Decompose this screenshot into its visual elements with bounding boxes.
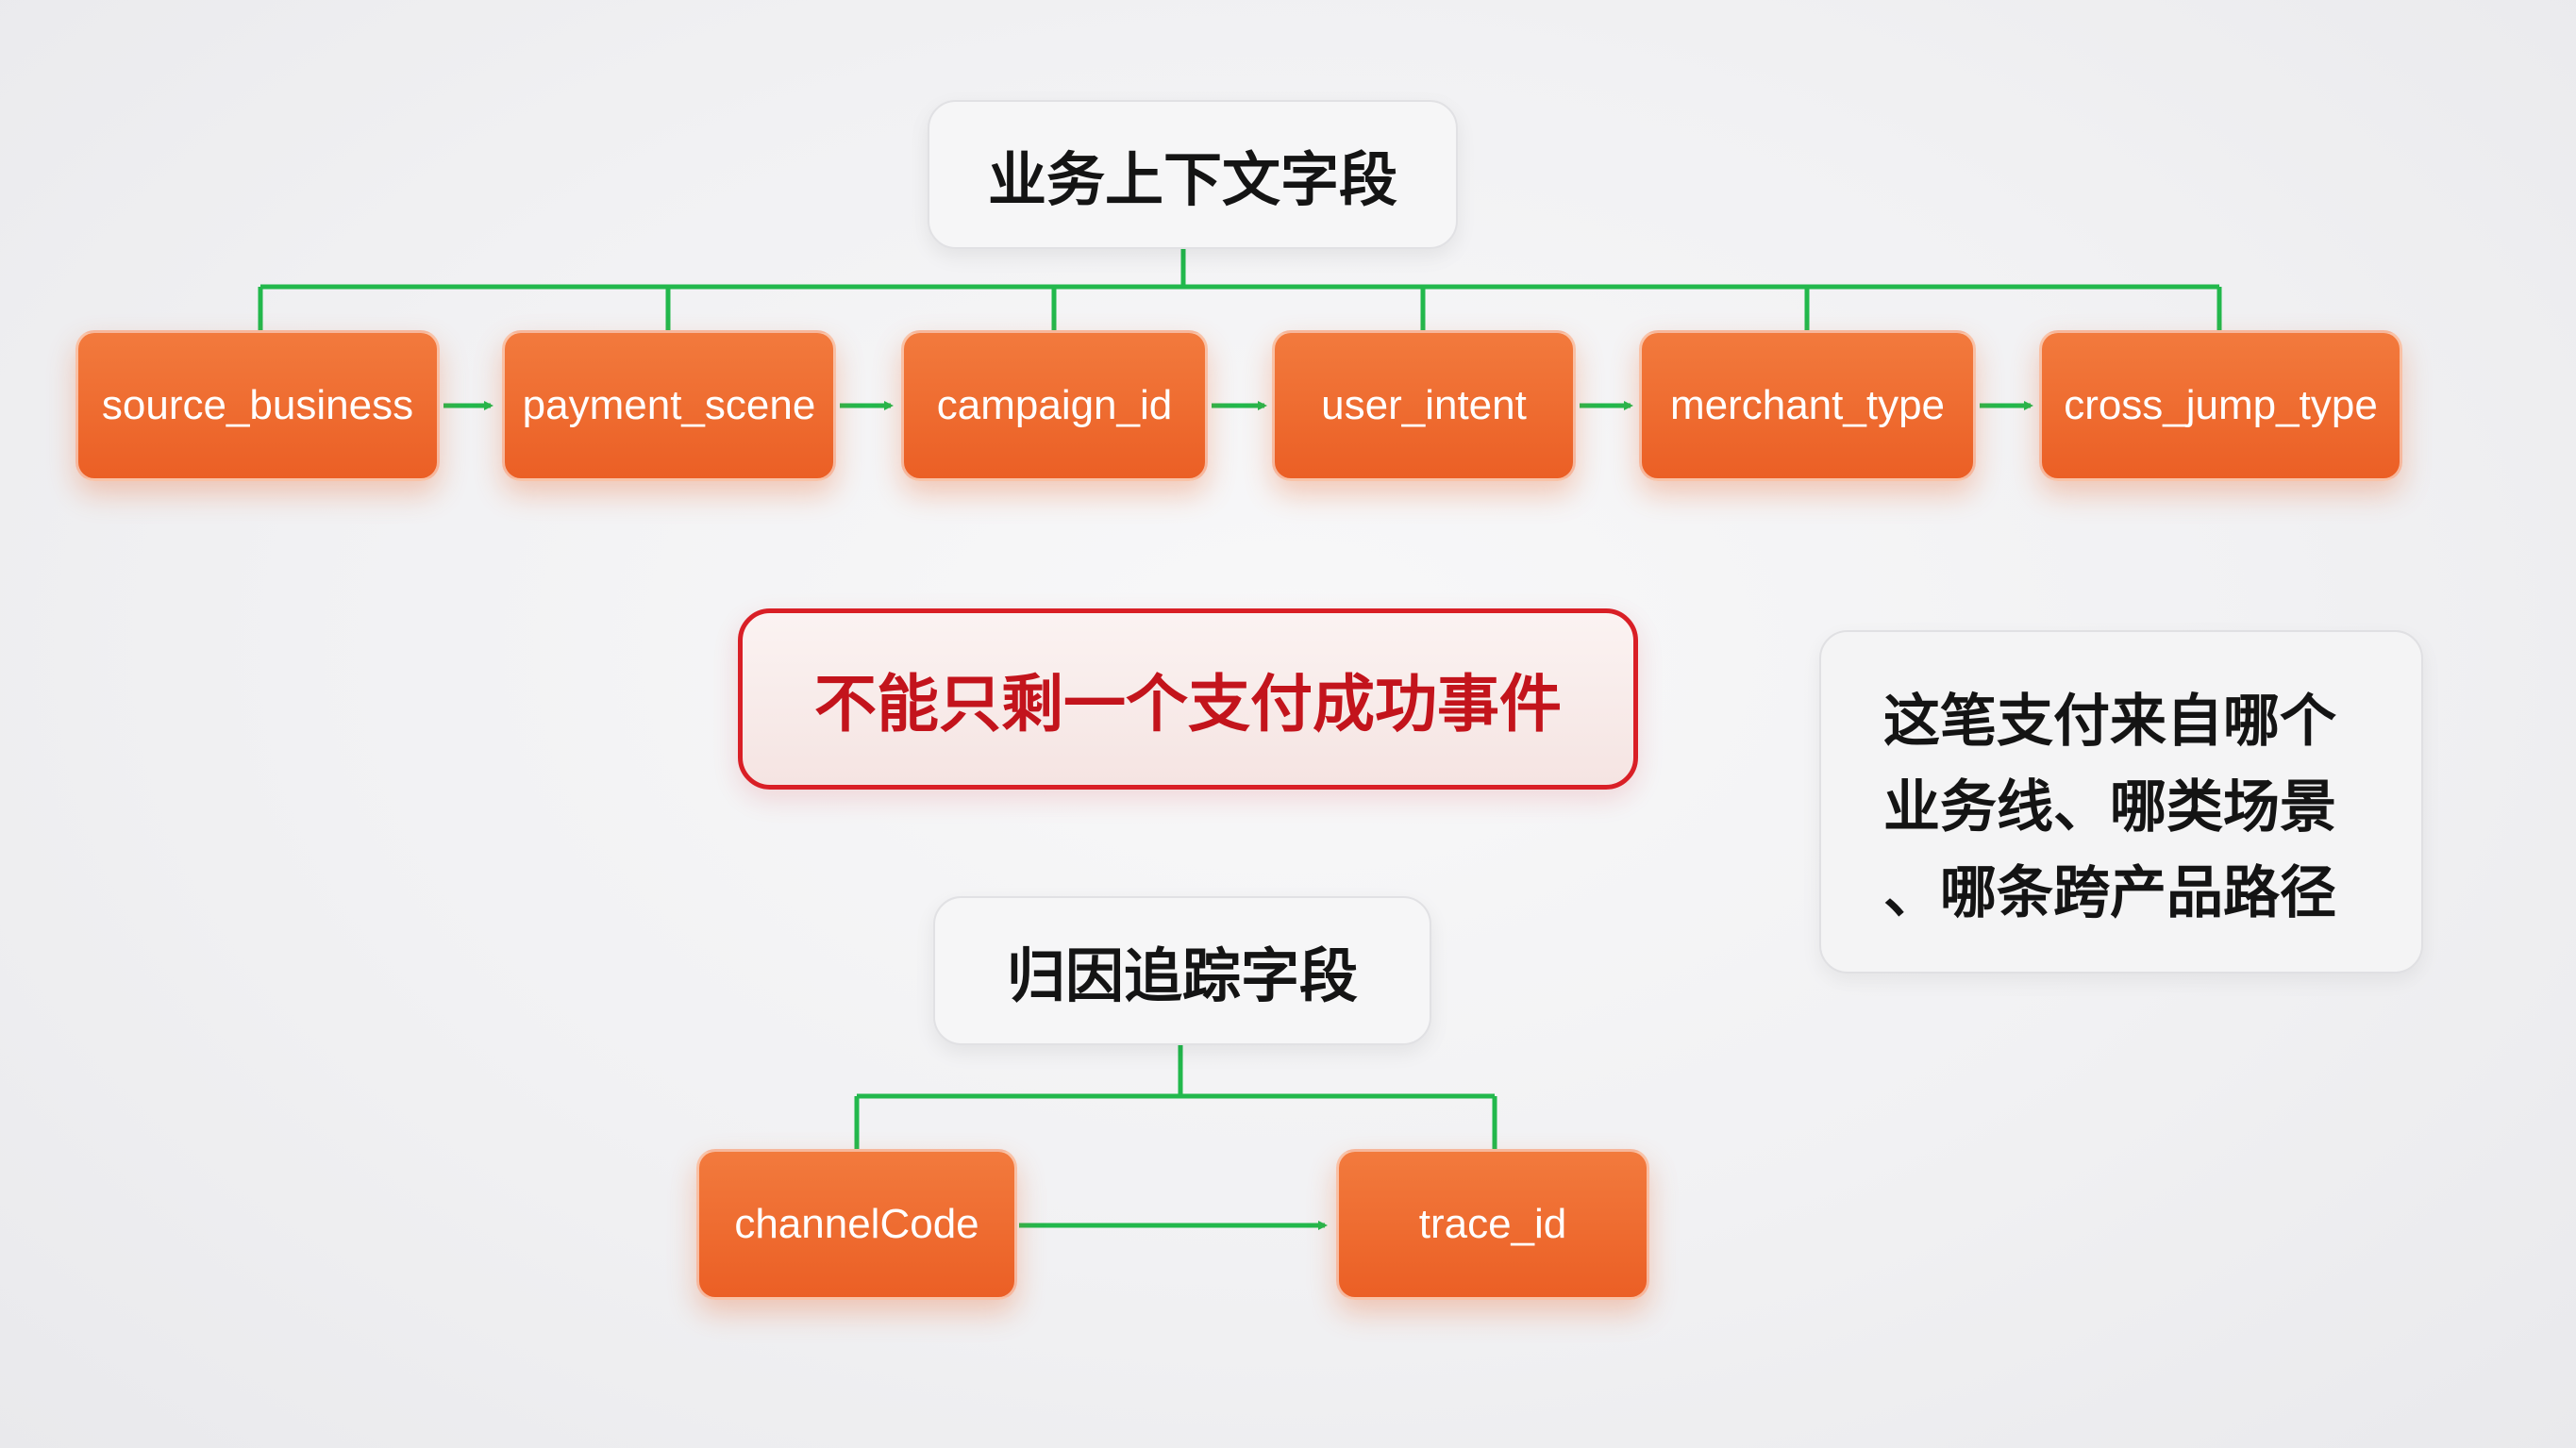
business-context-header: 业务上下文字段 [928, 100, 1458, 249]
field-node-user-intent: user_intent [1272, 330, 1576, 481]
business-tree-connectors [258, 249, 2222, 330]
field-node-source-business: source_business [75, 330, 440, 481]
field-node-trace-id: trace_id [1336, 1149, 1649, 1300]
field-node-merchant-type: merchant_type [1639, 330, 1976, 481]
field-node-channel-code: channelCode [696, 1149, 1017, 1300]
note-line-1: 这笔支付来自哪个 [1883, 689, 2336, 755]
explanation-note: 这笔支付来自哪个 业务线、哪类场景 、哪条跨产品路径 [1819, 630, 2423, 974]
note-line-2: 业务线、哪类场景 [1883, 774, 2336, 841]
field-node-cross-jump-type: cross_jump_type [2039, 330, 2402, 481]
note-line-3: 、哪条跨产品路径 [1883, 860, 2336, 926]
warning-callout: 不能只剩一个支付成功事件 [738, 608, 1638, 790]
field-node-campaign-id: campaign_id [901, 330, 1208, 481]
attribution-header: 归因追踪字段 [933, 896, 1431, 1045]
field-node-payment-scene: payment_scene [502, 330, 836, 481]
